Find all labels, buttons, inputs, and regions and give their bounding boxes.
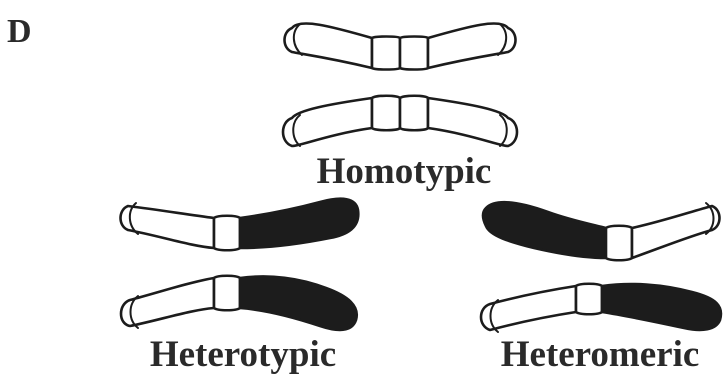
heterotypic-channel-bottom (121, 276, 357, 330)
heteromeric-channel-bottom (481, 284, 721, 332)
homotypic-channel-top (285, 23, 516, 69)
homotypic-label: Homotypic (317, 151, 492, 192)
heterotypic-group: Heterotypic (121, 199, 359, 375)
homotypic-group: Homotypic (283, 23, 517, 192)
panel-label: D (7, 13, 32, 50)
heteromeric-label: Heteromeric (501, 334, 700, 375)
homotypic-channel-bottom (283, 96, 517, 146)
heteromeric-group: Heteromeric (481, 202, 721, 375)
heterotypic-channel-top (121, 199, 359, 251)
heterotypic-label: Heterotypic (150, 334, 336, 375)
heteromeric-channel-top (483, 202, 720, 260)
